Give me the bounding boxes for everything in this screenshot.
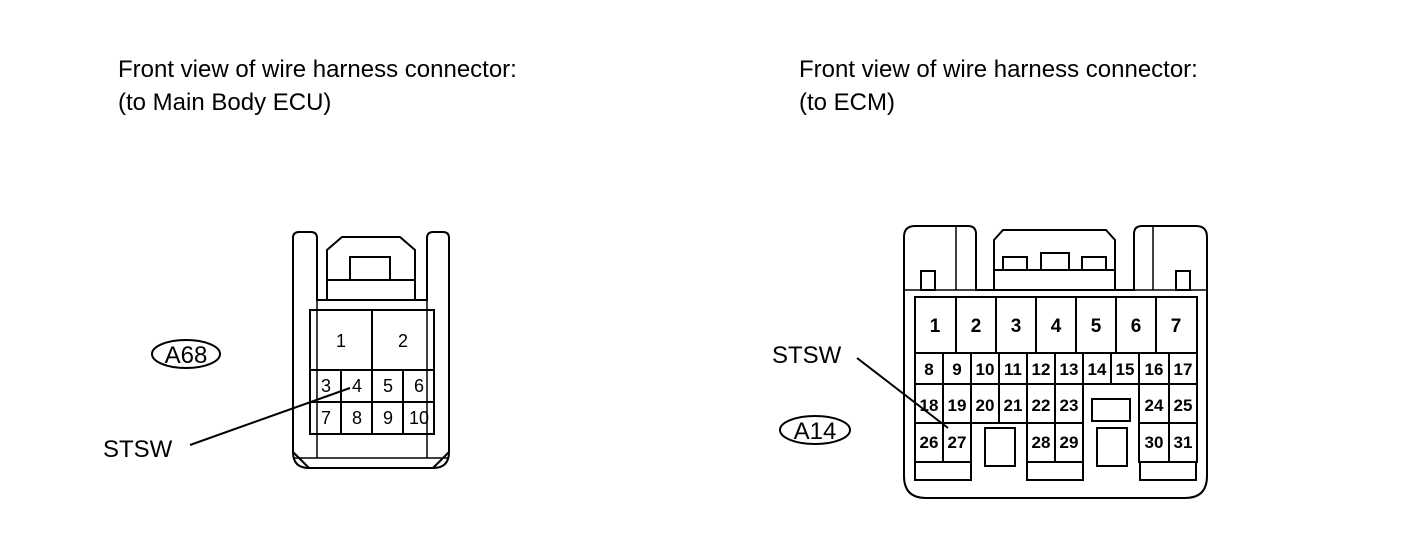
right-pin-11: 11 <box>1004 360 1022 379</box>
right-pin-7: 7 <box>1171 316 1182 337</box>
left-pin-3: 3 <box>321 376 331 396</box>
right-pin-8: 8 <box>924 360 933 379</box>
right-pin-16: 16 <box>1145 360 1164 379</box>
right-pin-5: 5 <box>1091 316 1102 337</box>
right-pin-numbers-small: 8 9 10 11 12 13 14 15 16 17 18 19 20 21 … <box>920 360 1193 452</box>
right-pin-23: 23 <box>1060 396 1079 415</box>
right-pin-13: 13 <box>1060 360 1079 379</box>
right-signal-leader-line <box>856 357 949 429</box>
right-pin-31: 31 <box>1174 433 1193 452</box>
right-pin-21: 21 <box>1004 396 1023 415</box>
right-connector-body <box>903 225 1208 499</box>
right-pin-24: 24 <box>1145 396 1164 415</box>
right-pin-20: 20 <box>976 396 995 415</box>
left-pin-2: 2 <box>398 331 408 351</box>
right-pin-30: 30 <box>1145 433 1164 452</box>
right-caption: Front view of wire harness connector: (t… <box>799 53 1198 119</box>
left-signal-label: STSW <box>103 436 173 463</box>
left-pin-10: 10 <box>409 408 429 428</box>
left-pin-1: 1 <box>336 331 346 351</box>
right-pin-6: 6 <box>1131 316 1142 337</box>
left-pin-6: 6 <box>414 376 424 396</box>
left-pin-8: 8 <box>352 408 362 428</box>
right-signal-label: STSW <box>772 342 842 369</box>
left-pin-5: 5 <box>383 376 393 396</box>
right-pin-14: 14 <box>1088 360 1107 379</box>
right-pin-12: 12 <box>1032 360 1051 379</box>
left-caption-line1: Front view of wire harness connector: <box>118 56 517 83</box>
left-pin-9: 9 <box>383 408 393 428</box>
right-pin-4: 4 <box>1051 316 1062 337</box>
right-connector-code: A14 <box>794 418 837 445</box>
left-pin-7: 7 <box>321 408 331 428</box>
left-connector-body <box>292 231 450 469</box>
right-pin-3: 3 <box>1011 316 1022 337</box>
right-pin-29: 29 <box>1060 433 1079 452</box>
right-pin-numbers: 1 2 3 4 5 6 7 <box>930 316 1182 337</box>
right-pin-19: 19 <box>948 396 967 415</box>
right-pin-1: 1 <box>930 316 941 337</box>
right-pin-28: 28 <box>1032 433 1051 452</box>
right-pin-15: 15 <box>1116 360 1135 379</box>
right-pin-17: 17 <box>1174 360 1193 379</box>
right-pin-25: 25 <box>1174 396 1193 415</box>
left-connector-code-oval <box>151 339 221 369</box>
left-caption: Front view of wire harness connector: (t… <box>118 53 517 119</box>
right-pin-2: 2 <box>971 316 982 337</box>
right-pin-27: 27 <box>948 433 967 452</box>
left-connector-cavities <box>309 309 435 435</box>
left-pin-4: 4 <box>352 376 362 396</box>
right-caption-line2: (to ECM) <box>799 89 895 116</box>
right-pin-10: 10 <box>976 360 995 379</box>
left-pin-numbers: 1 2 3 4 5 6 7 8 9 10 <box>321 331 429 428</box>
left-caption-line2: (to Main Body ECU) <box>118 89 332 116</box>
right-pin-26: 26 <box>920 433 939 452</box>
right-pin-22: 22 <box>1032 396 1051 415</box>
right-connector-code-oval <box>779 415 851 445</box>
right-pin-9: 9 <box>952 360 961 379</box>
right-connector-cavities <box>914 296 1198 467</box>
right-caption-line1: Front view of wire harness connector: <box>799 56 1198 83</box>
left-connector-code: A68 <box>165 342 208 369</box>
right-pin-18: 18 <box>920 396 939 415</box>
left-signal-leader-line <box>189 387 351 446</box>
